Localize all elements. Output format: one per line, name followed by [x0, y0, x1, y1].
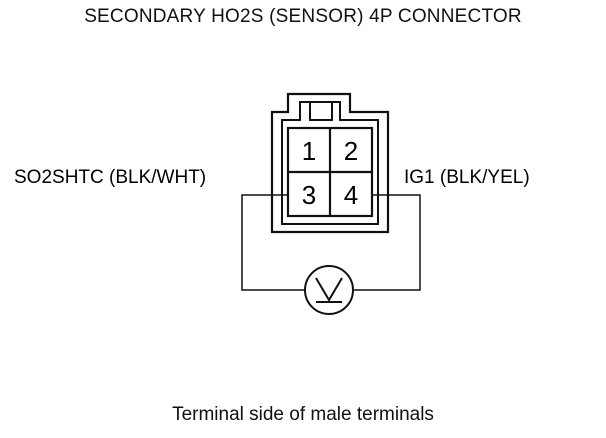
terminal-4: 4	[344, 180, 358, 210]
probe-lead-left	[241, 194, 304, 291]
left-wire-label: SO2SHTC (BLK/WHT)	[14, 167, 206, 188]
connector-latch	[309, 101, 333, 121]
connector-housing-inner	[281, 101, 379, 225]
terminal-1: 1	[302, 136, 316, 166]
terminal-3: 3	[302, 180, 316, 210]
voltmeter-icon	[304, 265, 354, 315]
right-wire-label: IG1 (BLK/YEL)	[404, 167, 530, 188]
diagram-title: SECONDARY HO2S (SENSOR) 4P CONNECTOR	[84, 6, 522, 27]
connector-housing-outer	[270, 92, 390, 234]
diagram-caption: Terminal side of male terminals	[172, 404, 434, 425]
terminal-2: 2	[344, 136, 358, 166]
probe-lead-right	[354, 194, 421, 291]
